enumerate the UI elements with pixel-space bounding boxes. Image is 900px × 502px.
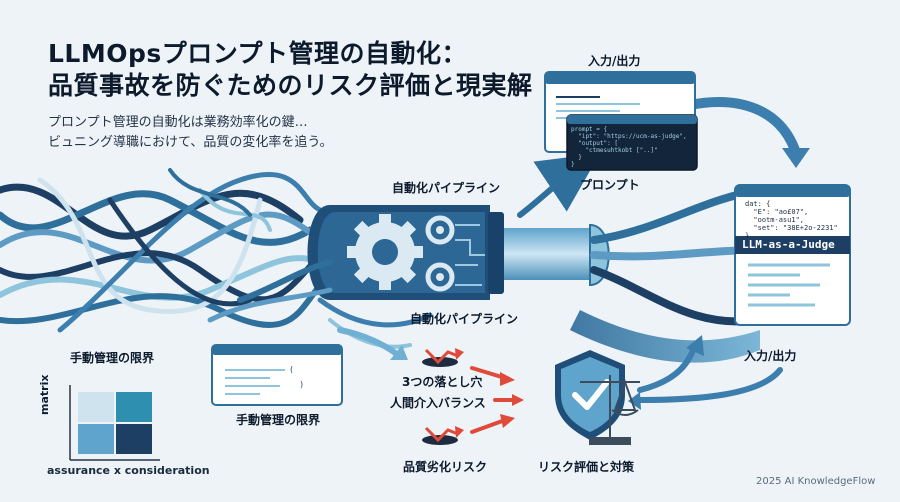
subtitle-line-1: プロンプト管理の自動化は業務効率化の鍵… [48,115,308,130]
label-io-right: 入力/出力 [744,349,797,363]
manual-window [211,344,343,406]
gear-icon-small-bottom [425,262,455,292]
label-human-balance: 人間介入バランス [390,396,486,410]
gear-icon-large [347,214,423,290]
pipeline-machine [307,205,610,300]
prompt-code-line: "ipt": "https://ucm-as-judge", [571,133,687,140]
gear-icon-small-top [425,215,455,245]
prompt-code-window [566,114,698,171]
label-manual-center: 手動管理の限界 [236,413,321,427]
footer-credit: 2025 AI KnowledgeFlow [756,476,876,487]
judge-code-line: "ootm-asu1", [745,216,805,224]
matrix-grid [69,385,160,461]
big-swoosh [570,310,760,363]
label-io-top: 入力/出力 [588,54,641,68]
subtitle-line-2: ビュニング導職におけて、品質の変化率を追う。 [48,135,333,150]
title-line-1: LLMOpsプロンプト管理の自動化： [48,39,468,68]
matrix-x-label: assurance x consideration [47,464,210,477]
red-arrows [470,366,517,434]
prompt-code-line: } [571,161,575,168]
prompt-code-line: } [571,154,582,161]
manual-box-row1: ( [290,365,294,374]
judge-panel [734,184,851,326]
arrow-right-down [637,367,783,403]
judge-code: dat: { "E": "ao£07", "ootm-asu1", "set":… [745,200,838,240]
label-manual-left: 手動管理の限界 [70,351,155,365]
prompt-code-line: "output": [ [571,140,618,147]
label-risk-eval: リスク評価と対策 [538,460,635,474]
label-pitfalls: 3つの落とし穴 [402,375,483,389]
judge-code-line: dat: { [745,200,771,208]
arrow-to-pitfalls [337,327,401,358]
label-pipeline-top: 自動化パイプライン [392,181,501,195]
judge-code-line: "E": "ao£07", [745,208,809,216]
arrow-top-right [685,97,800,155]
pitfall-icons [422,348,464,445]
label-quality-risk: 品質劣化リスク [403,460,488,474]
judge-code-line: } [745,232,750,240]
label-pipeline-bottom: 自動化パイプライン [410,312,519,326]
shield-icon [555,350,625,440]
scale-icon [580,375,640,445]
manual-box-row2: ) [300,380,304,389]
prompt-code-line: "ctmesuhtkobt ["..]" [571,147,658,154]
label-judge: LLM-as-a-Judge [742,238,835,251]
label-prompt: プロンプト [580,178,640,192]
prompt-code: prompt = { "ipt": "https://ucm-as-judge"… [571,126,687,168]
matrix-y-label: matrix [38,374,51,415]
tangled-ropes-left [0,168,333,333]
title-line-2: 品質事故を防ぐためのリスク評価と現実解 [48,71,533,100]
prompt-code-line: prompt = { [571,126,608,133]
judge-code-line: "set": "38E+2o-2231" [745,224,838,232]
